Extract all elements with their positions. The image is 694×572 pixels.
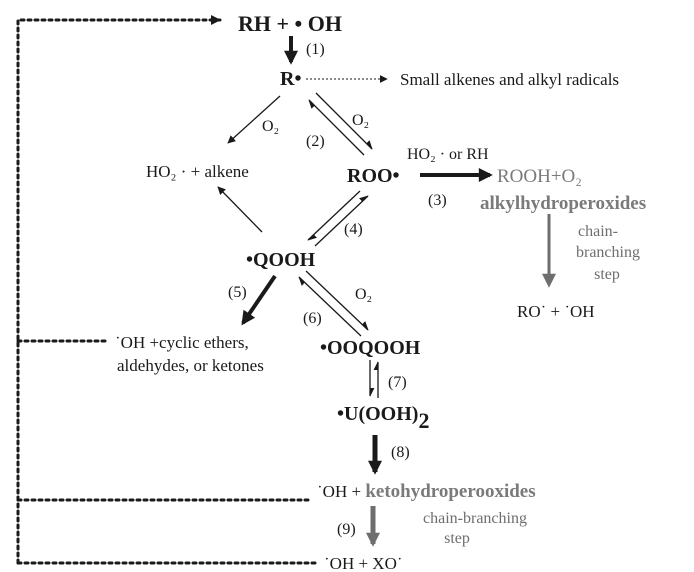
species-oh-cyclic-2: aldehydes, or ketones	[117, 356, 264, 375]
species-oh-xo: ˙OH + XO˙	[324, 554, 403, 572]
step-4: (4)	[344, 221, 363, 238]
feedback-loop	[16, 15, 317, 565]
species-ro-oh: RO˙ + ˙OH	[517, 302, 595, 321]
label-chain-branching-step-1: chain-branching	[423, 510, 527, 527]
species-r-radical: R•	[280, 68, 301, 90]
step-1: (1)	[306, 41, 325, 58]
species-rh-oh: RH + • OH	[238, 11, 342, 36]
o2-label-step-6: O₂	[355, 286, 372, 303]
step-2: (2)	[306, 133, 325, 150]
species-u-ooh2: •U(OOH)2	[337, 403, 429, 433]
arrow-step-5	[241, 274, 277, 326]
reaction-arrows	[217, 36, 556, 547]
species-alkylhydroperoxides: alkylhydroperoxides	[480, 193, 646, 214]
o2-label-r-branch: O₂	[262, 118, 279, 135]
label-chain-branching-1: chain-	[578, 223, 618, 240]
arrow-step-6-reverse	[298, 276, 362, 337]
arrow-qooh-to-ho2	[217, 186, 263, 233]
step-6: (6)	[303, 310, 322, 327]
arrow-step-4-forward	[307, 190, 361, 241]
arrow-step-2-forward	[315, 92, 373, 150]
species-ho2-alkene: HO₂ · + alkene	[146, 162, 249, 181]
species-oh-cyclic-1: ˙OH +cyclic ethers,	[115, 333, 249, 352]
feedback-line-top	[16, 15, 222, 565]
species-roo: ROO•	[347, 165, 400, 187]
label-chain-branching-3: step	[594, 266, 620, 283]
label-chain-branching-2: branching	[576, 244, 640, 261]
arrow-step-4-reverse	[314, 195, 369, 247]
o2-labels: O₂ O₂ O₂	[262, 112, 372, 303]
step-numbers: (1) (2) (3) (4) (5) (6) (7) (8) (9)	[228, 41, 447, 538]
arrow-step-6-forward	[305, 270, 369, 331]
step-3: (3)	[428, 192, 447, 209]
species-rooh-o2: ROOH+O₂	[497, 166, 582, 187]
step-8: (8)	[391, 444, 410, 461]
species-small-alkenes: Small alkenes and alkyl radicals	[400, 70, 619, 89]
species-ooqooh: •OOQOOH	[320, 337, 421, 359]
arrow-step-2-reverse	[308, 99, 365, 156]
arrow-r-to-ho2	[227, 95, 281, 144]
label-chain-branching-step-2: step	[444, 530, 470, 547]
step-9: (9)	[337, 521, 356, 538]
species-oh-keto: ˙OH + ketohydroperooxides	[317, 481, 536, 502]
species-qooh: •QOOH	[246, 249, 316, 271]
step-7: (7)	[388, 374, 407, 391]
o2-label-step-2: O₂	[352, 112, 369, 129]
species-labels: RH + • OH R• Small alkenes and alkyl rad…	[115, 11, 646, 572]
step-5: (5)	[228, 284, 247, 301]
label-ho2-or-rh: HO₂ · or RH	[407, 146, 489, 163]
